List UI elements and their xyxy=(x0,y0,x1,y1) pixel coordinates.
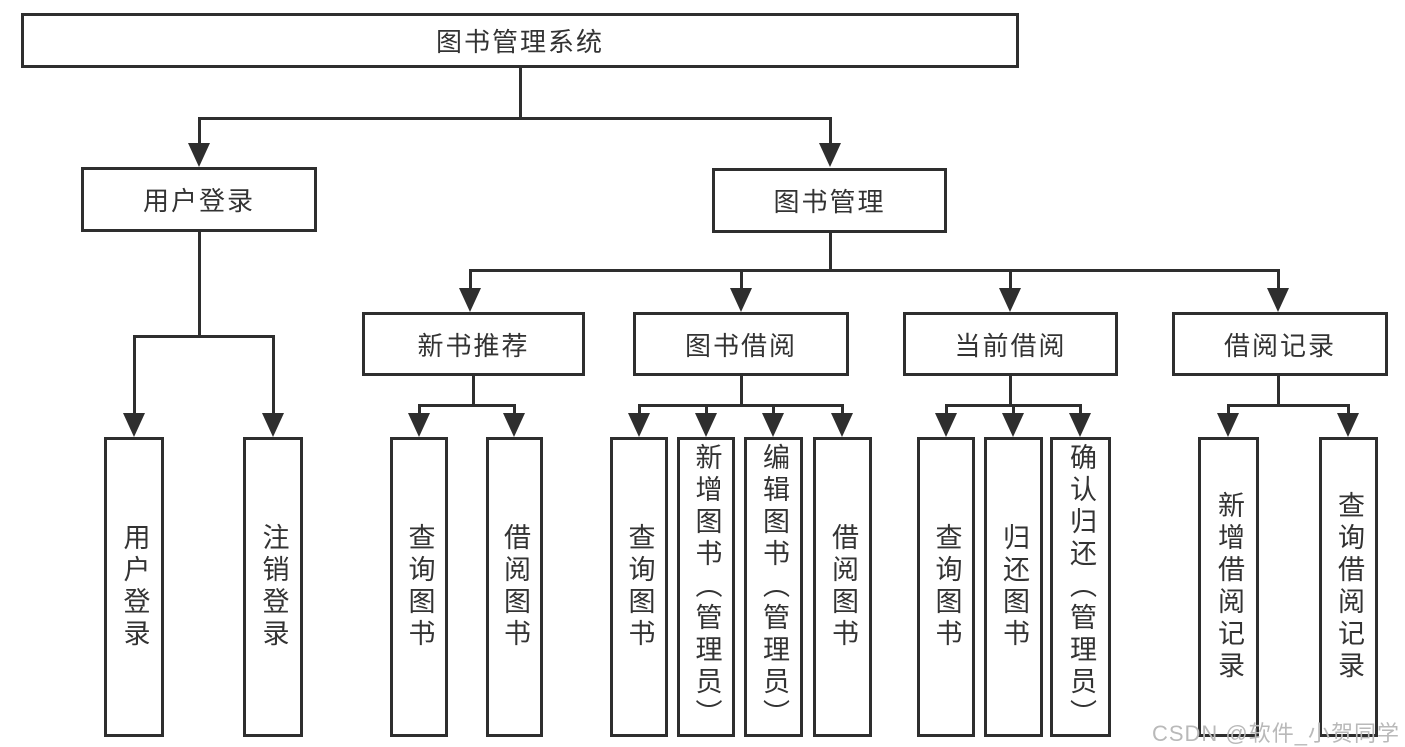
node-current-borrow: 当前借阅 xyxy=(903,312,1118,376)
connector-borrow-records-bar xyxy=(1227,404,1350,407)
leaf-query-book-3-label: 查询图书 xyxy=(931,523,962,651)
leaf-query-book-2: 查询图书 xyxy=(610,437,668,737)
connector-current-borrow-drop xyxy=(1009,269,1012,291)
connector-leaf-return-book-drop xyxy=(1012,404,1015,416)
arrowhead-new-book-rec-icon xyxy=(459,288,481,312)
leaf-return-book-label: 归还图书 xyxy=(999,523,1029,651)
node-book-mgmt: 图书管理 xyxy=(712,168,947,233)
connector-new-book-rec-stem xyxy=(472,376,475,407)
arrowhead-leaf-edit-book-icon xyxy=(762,413,784,437)
leaf-edit-book-label: 编辑图书（管理员） xyxy=(759,443,789,731)
leaf-logout-label: 注销登录 xyxy=(258,523,289,651)
connector-user-login-bar xyxy=(133,335,275,338)
node-root-label: 图书管理系统 xyxy=(435,27,604,57)
connector-leaf-add-book-drop xyxy=(705,404,708,416)
leaf-query-record: 查询借阅记录 xyxy=(1319,437,1378,737)
connector-leaf-logout-drop xyxy=(272,335,275,417)
connector-book-mgmt-drop xyxy=(829,117,832,147)
leaf-add-record: 新增借阅记录 xyxy=(1198,437,1259,737)
leaf-logout: 注销登录 xyxy=(243,437,303,737)
arrowhead-leaf-return-book-icon xyxy=(1002,413,1024,437)
leaf-borrow-book-1-label: 借阅图书 xyxy=(500,523,530,651)
arrowhead-leaf-query-book-2-icon xyxy=(628,413,650,437)
connector-book-mgmt-stem xyxy=(829,233,832,272)
leaf-borrow-book-2-label: 借阅图书 xyxy=(828,523,858,651)
leaf-confirm-return: 确认归还（管理员） xyxy=(1050,437,1111,737)
connector-user-login-stem xyxy=(198,232,201,338)
leaf-borrow-book-1: 借阅图书 xyxy=(486,437,543,737)
connector-book-borrow-bar xyxy=(638,404,844,407)
leaf-query-book-2-label: 查询图书 xyxy=(624,523,655,651)
leaf-query-book-3: 查询图书 xyxy=(917,437,975,737)
arrowhead-leaf-confirm-return-icon xyxy=(1069,413,1091,437)
leaf-edit-book: 编辑图书（管理员） xyxy=(744,437,803,737)
arrowhead-leaf-query-book-1-icon xyxy=(408,413,430,437)
connector-borrow-records-drop xyxy=(1277,269,1280,291)
leaf-query-book-1-label: 查询图书 xyxy=(404,523,435,651)
arrowhead-leaf-query-record-icon xyxy=(1337,413,1359,437)
connector-book-borrow-drop xyxy=(740,269,743,291)
arrowhead-leaf-logout-icon xyxy=(262,413,284,437)
connector-user-login-drop xyxy=(198,117,201,147)
arrowhead-book-borrow-icon xyxy=(730,288,752,312)
connector-leaf-user-login-drop xyxy=(133,335,136,417)
arrowhead-leaf-add-record-icon xyxy=(1217,413,1239,437)
node-borrow-records-label: 借阅记录 xyxy=(1223,330,1336,361)
leaf-return-book: 归还图书 xyxy=(984,437,1043,737)
node-book-borrow-label: 图书借阅 xyxy=(684,330,797,361)
connector-book-mgmt-bar xyxy=(469,269,1280,272)
connector-leaf-add-record-drop xyxy=(1227,404,1230,416)
connector-leaf-borrow-book-1-drop xyxy=(513,404,516,416)
arrowhead-leaf-add-book-icon xyxy=(695,413,717,437)
connector-leaf-query-book-3-drop xyxy=(945,404,948,416)
arrowhead-leaf-query-book-3-icon xyxy=(935,413,957,437)
connector-new-book-rec-bar xyxy=(418,404,516,407)
arrowhead-book-mgmt-icon xyxy=(819,143,841,167)
leaf-add-book-label: 新增图书（管理员） xyxy=(691,443,722,731)
node-new-book-rec-label: 新书推荐 xyxy=(417,330,530,361)
leaf-query-book-1: 查询图书 xyxy=(390,437,448,737)
leaf-query-record-label: 查询借阅记录 xyxy=(1334,491,1364,683)
connector-current-borrow-stem xyxy=(1009,376,1012,407)
leaf-borrow-book-2: 借阅图书 xyxy=(813,437,872,737)
arrowhead-leaf-user-login-icon xyxy=(123,413,145,437)
arrowhead-user-login-icon xyxy=(188,143,210,167)
leaf-user-login-label: 用户登录 xyxy=(119,523,150,651)
node-borrow-records: 借阅记录 xyxy=(1172,312,1388,376)
node-new-book-rec: 新书推荐 xyxy=(362,312,585,376)
node-book-borrow: 图书借阅 xyxy=(633,312,849,376)
leaf-user-login: 用户登录 xyxy=(104,437,164,737)
leaf-add-record-label: 新增借阅记录 xyxy=(1214,491,1244,683)
node-book-mgmt-label: 图书管理 xyxy=(773,187,886,217)
connector-leaf-query-record-drop xyxy=(1347,404,1350,416)
arrowhead-leaf-borrow-book-2-icon xyxy=(831,413,853,437)
arrowhead-current-borrow-icon xyxy=(999,288,1021,312)
connector-book-borrow-stem xyxy=(740,376,743,407)
node-user-login: 用户登录 xyxy=(81,167,317,232)
connector-new-book-rec-drop xyxy=(469,269,472,291)
node-user-login-label: 用户登录 xyxy=(142,186,255,216)
connector-leaf-confirm-return-drop xyxy=(1079,404,1082,416)
connector-leaf-edit-book-drop xyxy=(772,404,775,416)
leaf-add-book: 新增图书（管理员） xyxy=(677,437,735,737)
node-root: 图书管理系统 xyxy=(21,13,1019,68)
connector-root-stem xyxy=(519,68,522,120)
connector-leaf-borrow-book-2-drop xyxy=(841,404,844,416)
leaf-confirm-return-label: 确认归还（管理员） xyxy=(1066,443,1096,731)
csdn-watermark: CSDN @软件_小贺同学 xyxy=(1151,721,1400,746)
arrowhead-leaf-borrow-book-1-icon xyxy=(503,413,525,437)
arrowhead-borrow-records-icon xyxy=(1267,288,1289,312)
node-current-borrow-label: 当前借阅 xyxy=(954,330,1067,361)
connector-root-bar xyxy=(198,117,832,120)
connector-borrow-records-stem xyxy=(1277,376,1280,407)
connector-leaf-query-book-2-drop xyxy=(638,404,641,416)
connector-leaf-query-book-1-drop xyxy=(418,404,421,416)
